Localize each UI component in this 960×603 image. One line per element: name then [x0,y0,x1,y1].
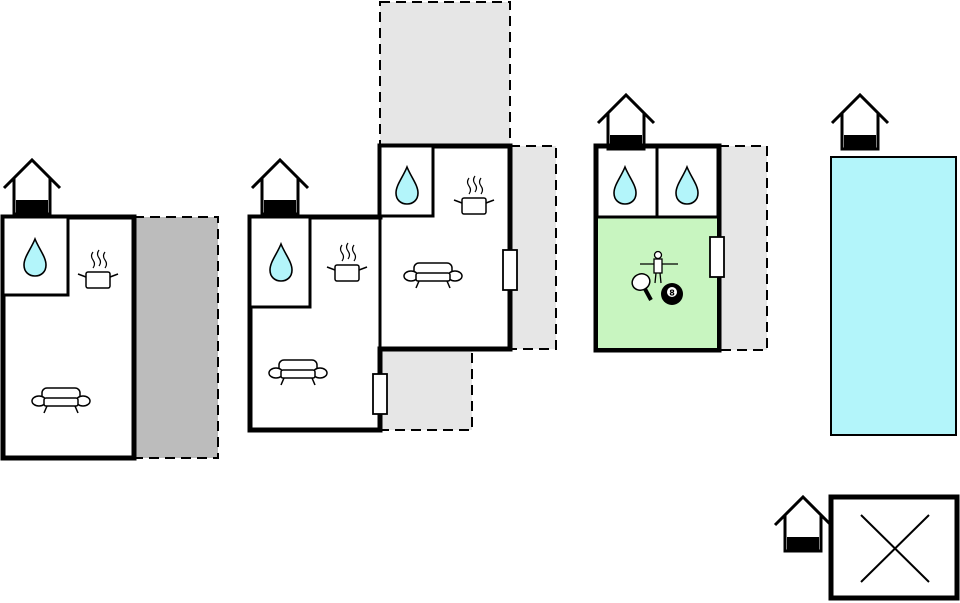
building-2 [247,1,557,433]
house-level-icon [596,93,656,151]
house-level-icon [2,158,62,216]
door-icon [709,236,725,278]
outbuilding [773,494,960,601]
terrace [718,145,768,351]
pool-area [830,156,957,436]
building-3: 8 [593,93,768,353]
house-level-icon [250,158,310,216]
terrace [133,216,219,459]
terrace-top [379,1,511,147]
billiard-ball-label: 8 [669,289,675,298]
terrace-right [509,145,557,350]
house-level-icon [773,495,833,553]
terrace-bottom [379,348,473,431]
house-level-icon [830,93,890,151]
pool [830,93,957,436]
table-tennis-icon [631,273,653,301]
foosball-icon [640,250,678,284]
door-icon [502,249,518,291]
games-room [598,218,717,348]
building-1 [0,158,219,461]
door-icon [372,373,388,415]
billiard-ball-icon: 8 [661,283,683,305]
cross-icon [860,514,930,583]
